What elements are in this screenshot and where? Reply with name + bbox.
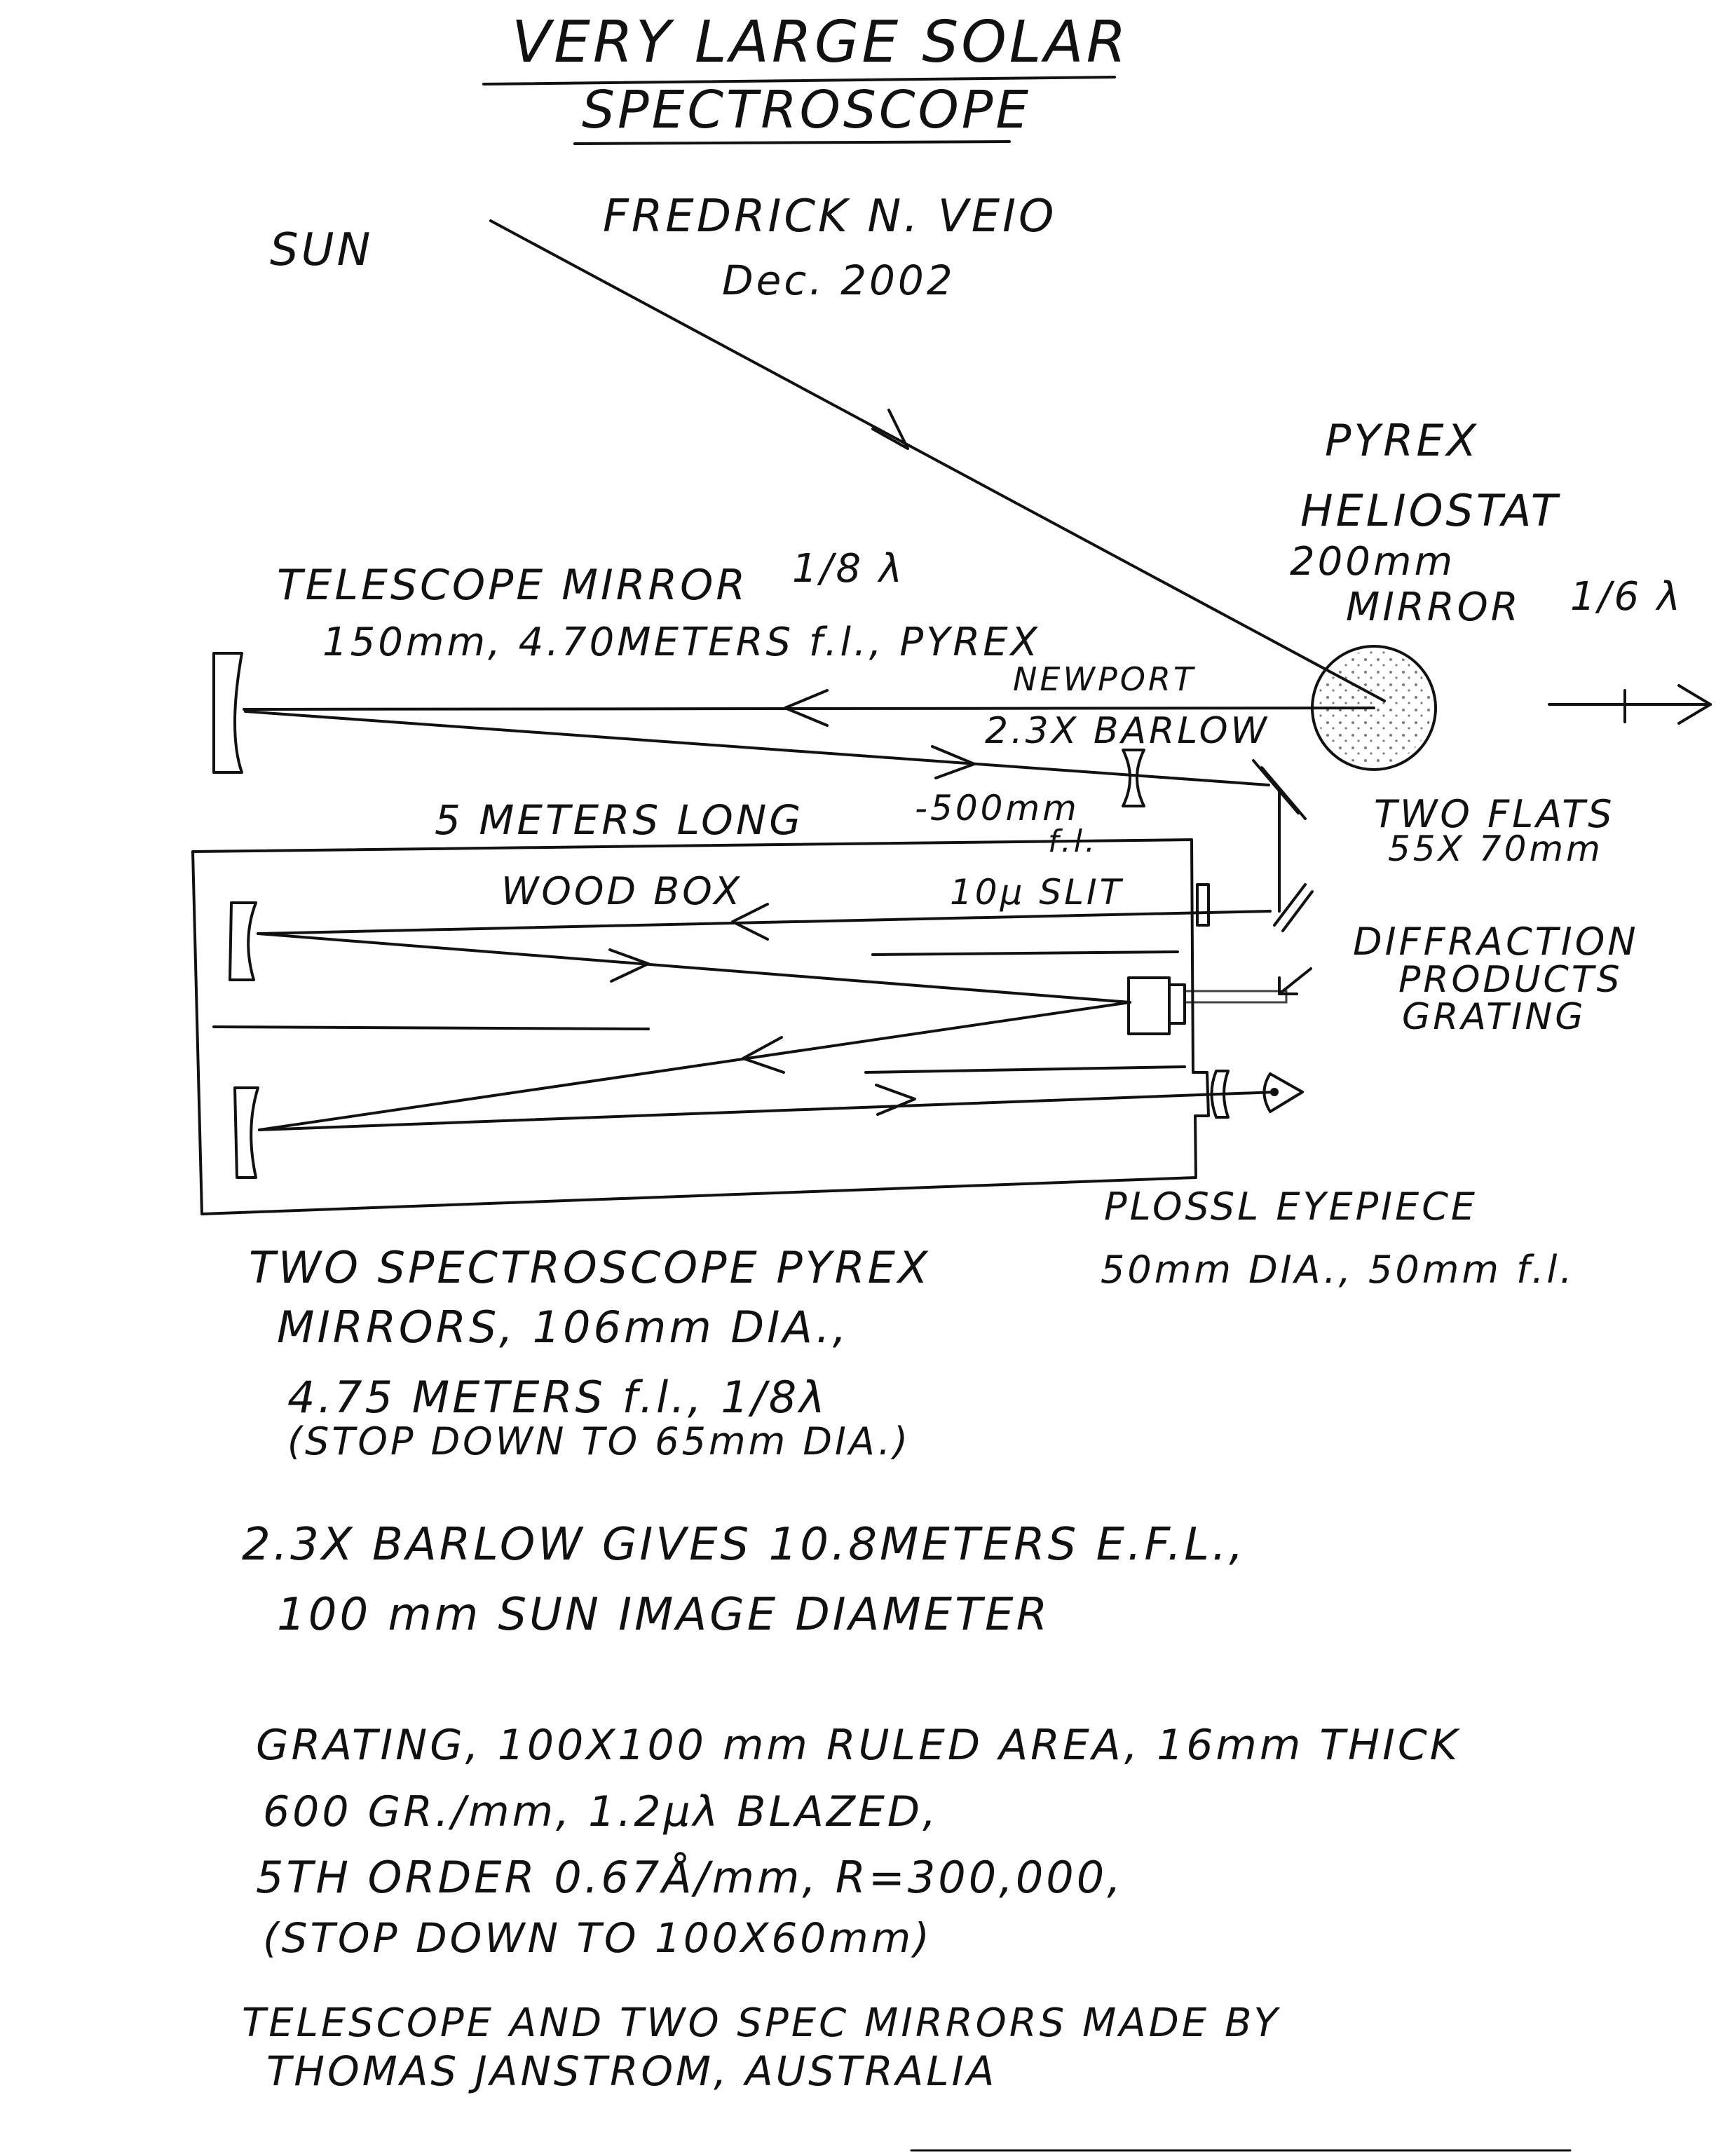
sun-ray-arrow — [871, 409, 909, 450]
camera-mirror — [233, 1086, 259, 1179]
beam-grating-to-camera-arrow — [742, 1036, 785, 1074]
telescope-mirror — [212, 652, 243, 774]
author-name: FREDRICK N. VEIO — [603, 191, 1056, 243]
grating-line-1: DIFFRACTION — [1353, 920, 1639, 964]
eyepiece-line-2: 50mm DIA., 50mm f.l. — [1101, 1248, 1575, 1292]
note-mirrors-line-4: (STOP DOWN TO 65mm DIA.) — [287, 1419, 911, 1464]
beam-camera-to-eyepiece-arrow — [875, 1084, 916, 1116]
flat-mirror-upper — [1252, 759, 1300, 814]
date: Dec. 2002 — [722, 257, 955, 304]
note-barlow-line-1: 2.3X BARLOW GIVES 10.8METERS E.F.L., — [242, 1519, 1246, 1571]
title-underline — [482, 76, 1116, 86]
eyepiece-line-1: PLOSSL EYEPIECE — [1104, 1185, 1478, 1229]
title-line-1: VERY LARGE SOLAR — [512, 9, 1129, 76]
beam-grating-to-camera — [258, 1001, 1131, 1131]
beam-to-telescope-arrow — [784, 689, 829, 727]
telescope-mirror-label: TELESCOPE MIRROR 1/8 λ 150mm, 4.70METERS… — [277, 546, 1040, 665]
entrance-slit — [1196, 883, 1210, 927]
collimator-mirror — [229, 901, 257, 981]
slit-label: 10µ SLIT — [950, 872, 1124, 913]
note-mirrors-line-2: MIRRORS, 106mm DIA., — [277, 1302, 849, 1353]
heliostat-line-4: MIRROR — [1346, 585, 1521, 630]
heliostat-fraction: 1/6 λ — [1570, 574, 1683, 620]
baffle-middle — [212, 1025, 650, 1030]
heliostat-motion-arrowhead — [1677, 684, 1712, 725]
note-grating-line-3: 5TH ORDER 0.67Å/mm, R=300,000, — [256, 1852, 1124, 1903]
title-line-2: SPECTROSCOPE — [582, 80, 1031, 140]
box-length-label: 5 METERS LONG — [435, 796, 803, 844]
barlow-line-1: NEWPORT — [1013, 660, 1196, 698]
flat-mirror-lower-back — [1281, 890, 1314, 932]
note-credits-line-1: TELESCOPE AND TWO SPEC MIRRORS MADE BY — [242, 2000, 1281, 2046]
flat-mirror-lower — [1273, 883, 1307, 927]
sun-label: SUN — [270, 224, 373, 276]
flats-line-1: TWO FLATS — [1374, 792, 1614, 836]
grating-label: DIFFRACTION PRODUCTS GRATING — [1353, 920, 1639, 1038]
beam-slit-to-collimator-arrow — [731, 903, 769, 941]
flat-mirror-upper-back — [1260, 766, 1307, 820]
grating-pointer — [1278, 967, 1312, 995]
heliostat-line-1: PYREX — [1325, 415, 1479, 466]
grating-pointer-arrowhead — [1278, 976, 1298, 995]
title: VERY LARGE SOLAR SPECTROSCOPE FREDRICK N… — [482, 9, 1129, 304]
diffraction-grating — [1127, 976, 1171, 1035]
barlow-label: NEWPORT 2.3X BARLOW -500mm f.l. — [915, 660, 1269, 859]
heliostat-label: PYREX HELIOSTAT 200mm MIRROR 1/6 λ — [1290, 415, 1683, 630]
notes-credits: TELESCOPE AND TWO SPEC MIRRORS MADE BY T… — [242, 2000, 1281, 2095]
note-grating-line-2: 600 GR./mm, 1.2µλ BLAZED, — [263, 1787, 939, 1836]
wood-box-outline — [191, 838, 1210, 1215]
beam-to-telescope — [243, 707, 1375, 711]
note-credits-line-2: THOMAS JANSTROM, AUSTRALIA — [266, 2047, 997, 2095]
eye-icon — [1262, 1072, 1304, 1113]
flats-label: TWO FLATS 55X 70mm — [1374, 792, 1614, 869]
beam-camera-to-eyepiece — [258, 1091, 1277, 1131]
subtitle-underline — [573, 140, 1011, 145]
eye-pupil — [1270, 1088, 1279, 1096]
baffle-upper — [871, 950, 1179, 956]
note-grating-line-4: (STOP DOWN TO 100X60mm) — [263, 1914, 932, 1962]
note-grating-line-1: GRATING, 100X100 mm RULED AREA, 16mm THI… — [256, 1721, 1461, 1770]
telescope-line-1: TELESCOPE MIRROR — [277, 561, 748, 610]
baffle-lower — [864, 1065, 1186, 1074]
barlow-line-3: -500mm — [915, 788, 1080, 828]
eyepiece-label: PLOSSL EYEPIECE 50mm DIA., 50mm f.l. — [1101, 1185, 1575, 1292]
notes-mirrors: TWO SPECTROSCOPE PYREX MIRRORS, 106mm DI… — [249, 1242, 930, 1464]
note-barlow-line-2: 100 mm SUN IMAGE DIAMETER — [277, 1589, 1050, 1641]
beam-collimator-to-grating — [257, 932, 1131, 1004]
note-mirrors-line-1: TWO SPECTROSCOPE PYREX — [249, 1242, 930, 1293]
box-label: WOOD BOX — [501, 869, 742, 913]
beam-to-flat — [244, 710, 1270, 786]
grating-line-2: PRODUCTS — [1398, 959, 1623, 1001]
barlow-line-2: 2.3X BARLOW — [985, 710, 1269, 752]
telescope-fraction: 1/8 λ — [792, 546, 905, 592]
notes-grating: GRATING, 100X100 mm RULED AREA, 16mm THI… — [256, 1721, 1461, 1962]
grating-mount — [1168, 983, 1186, 1025]
sun-ray — [489, 219, 1386, 702]
heliostat-line-2: HELIOSTAT — [1300, 485, 1560, 536]
telescope-line-2: 150mm, 4.70METERS f.l., PYREX — [322, 620, 1040, 665]
grating-adjuster-rod — [1183, 990, 1288, 1004]
barlow-lens — [1122, 749, 1145, 807]
eyepiece-lens — [1210, 1070, 1230, 1119]
heliostat-line-3: 200mm — [1290, 539, 1455, 585]
flats-line-2: 55X 70mm — [1388, 828, 1603, 869]
beam-collimator-to-grating-arrow — [608, 948, 650, 983]
grating-line-3: GRATING — [1402, 996, 1586, 1038]
beam-slit-to-collimator — [257, 910, 1272, 935]
note-mirrors-line-3: 4.75 METERS f.l., 1/8λ — [287, 1372, 828, 1423]
notes-barlow: 2.3X BARLOW GIVES 10.8METERS E.F.L., 100… — [242, 1519, 1246, 1641]
beam-to-flat-arrow — [931, 745, 976, 779]
